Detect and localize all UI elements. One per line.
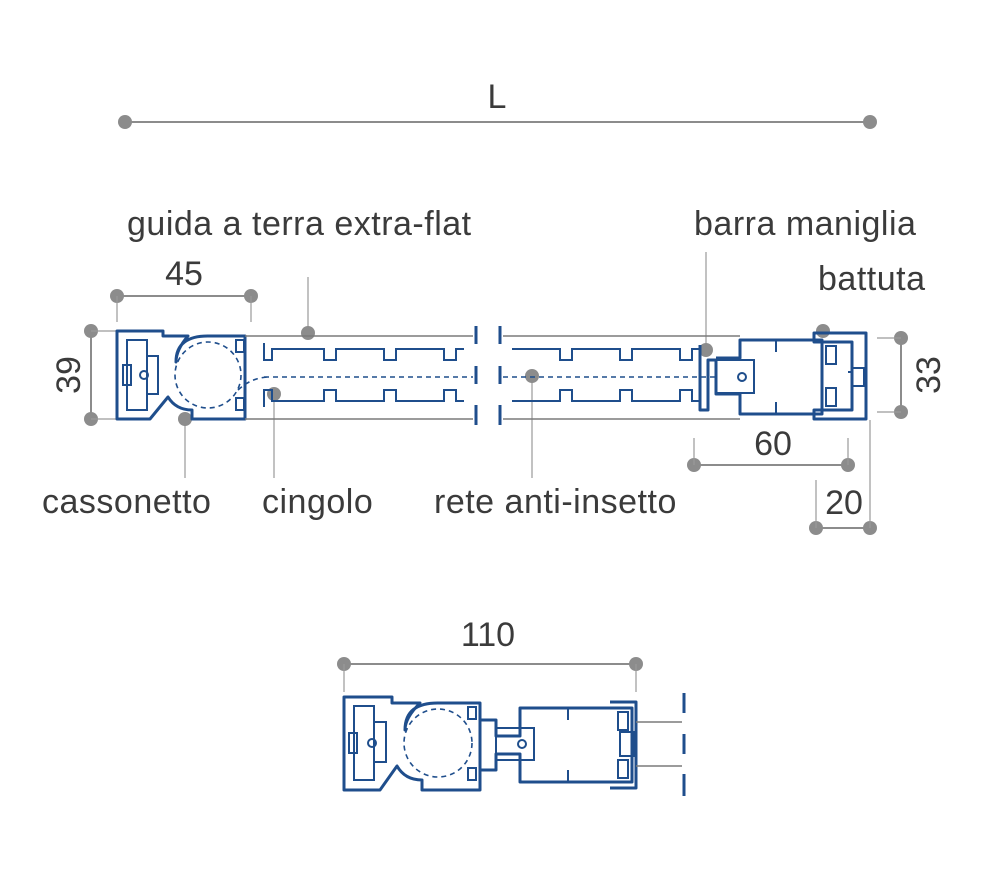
label-cassonetto: cassonetto: [42, 483, 211, 521]
dimension-45-label: 45: [165, 255, 203, 293]
dimension-39: 39: [50, 324, 117, 426]
rail-left: [237, 335, 473, 420]
dimension-33: 33: [877, 331, 948, 419]
dimension-110-label: 110: [461, 616, 515, 654]
dimension-60-label: 60: [754, 425, 792, 463]
label-rete: rete anti-insetto: [434, 483, 677, 521]
battuta-profile: [812, 331, 868, 421]
dimension-39-label: 39: [50, 356, 88, 394]
label-barra: barra maniglia: [694, 205, 916, 243]
dimension-20: 20: [809, 420, 877, 535]
cassonetto-profile: [115, 329, 247, 421]
dimension-33-label: 33: [910, 356, 948, 394]
handle-bar-profile: [698, 338, 837, 416]
label-guida: guida a terra extra-flat: [127, 205, 472, 243]
dimension-45: 45: [110, 255, 258, 322]
label-cingolo: cingolo: [262, 483, 373, 521]
dimension-L-label: L: [488, 78, 507, 116]
dimension-20-label: 20: [825, 484, 863, 522]
leader-lines: [178, 252, 830, 478]
closed-section-profile: [342, 693, 686, 796]
dimension-L: L: [118, 78, 877, 129]
rail-right: [503, 335, 740, 420]
dimension-60: 60: [687, 425, 855, 472]
break-marks: [474, 326, 502, 425]
dimension-110: 110: [337, 616, 643, 692]
label-battuta: battuta: [818, 260, 925, 298]
